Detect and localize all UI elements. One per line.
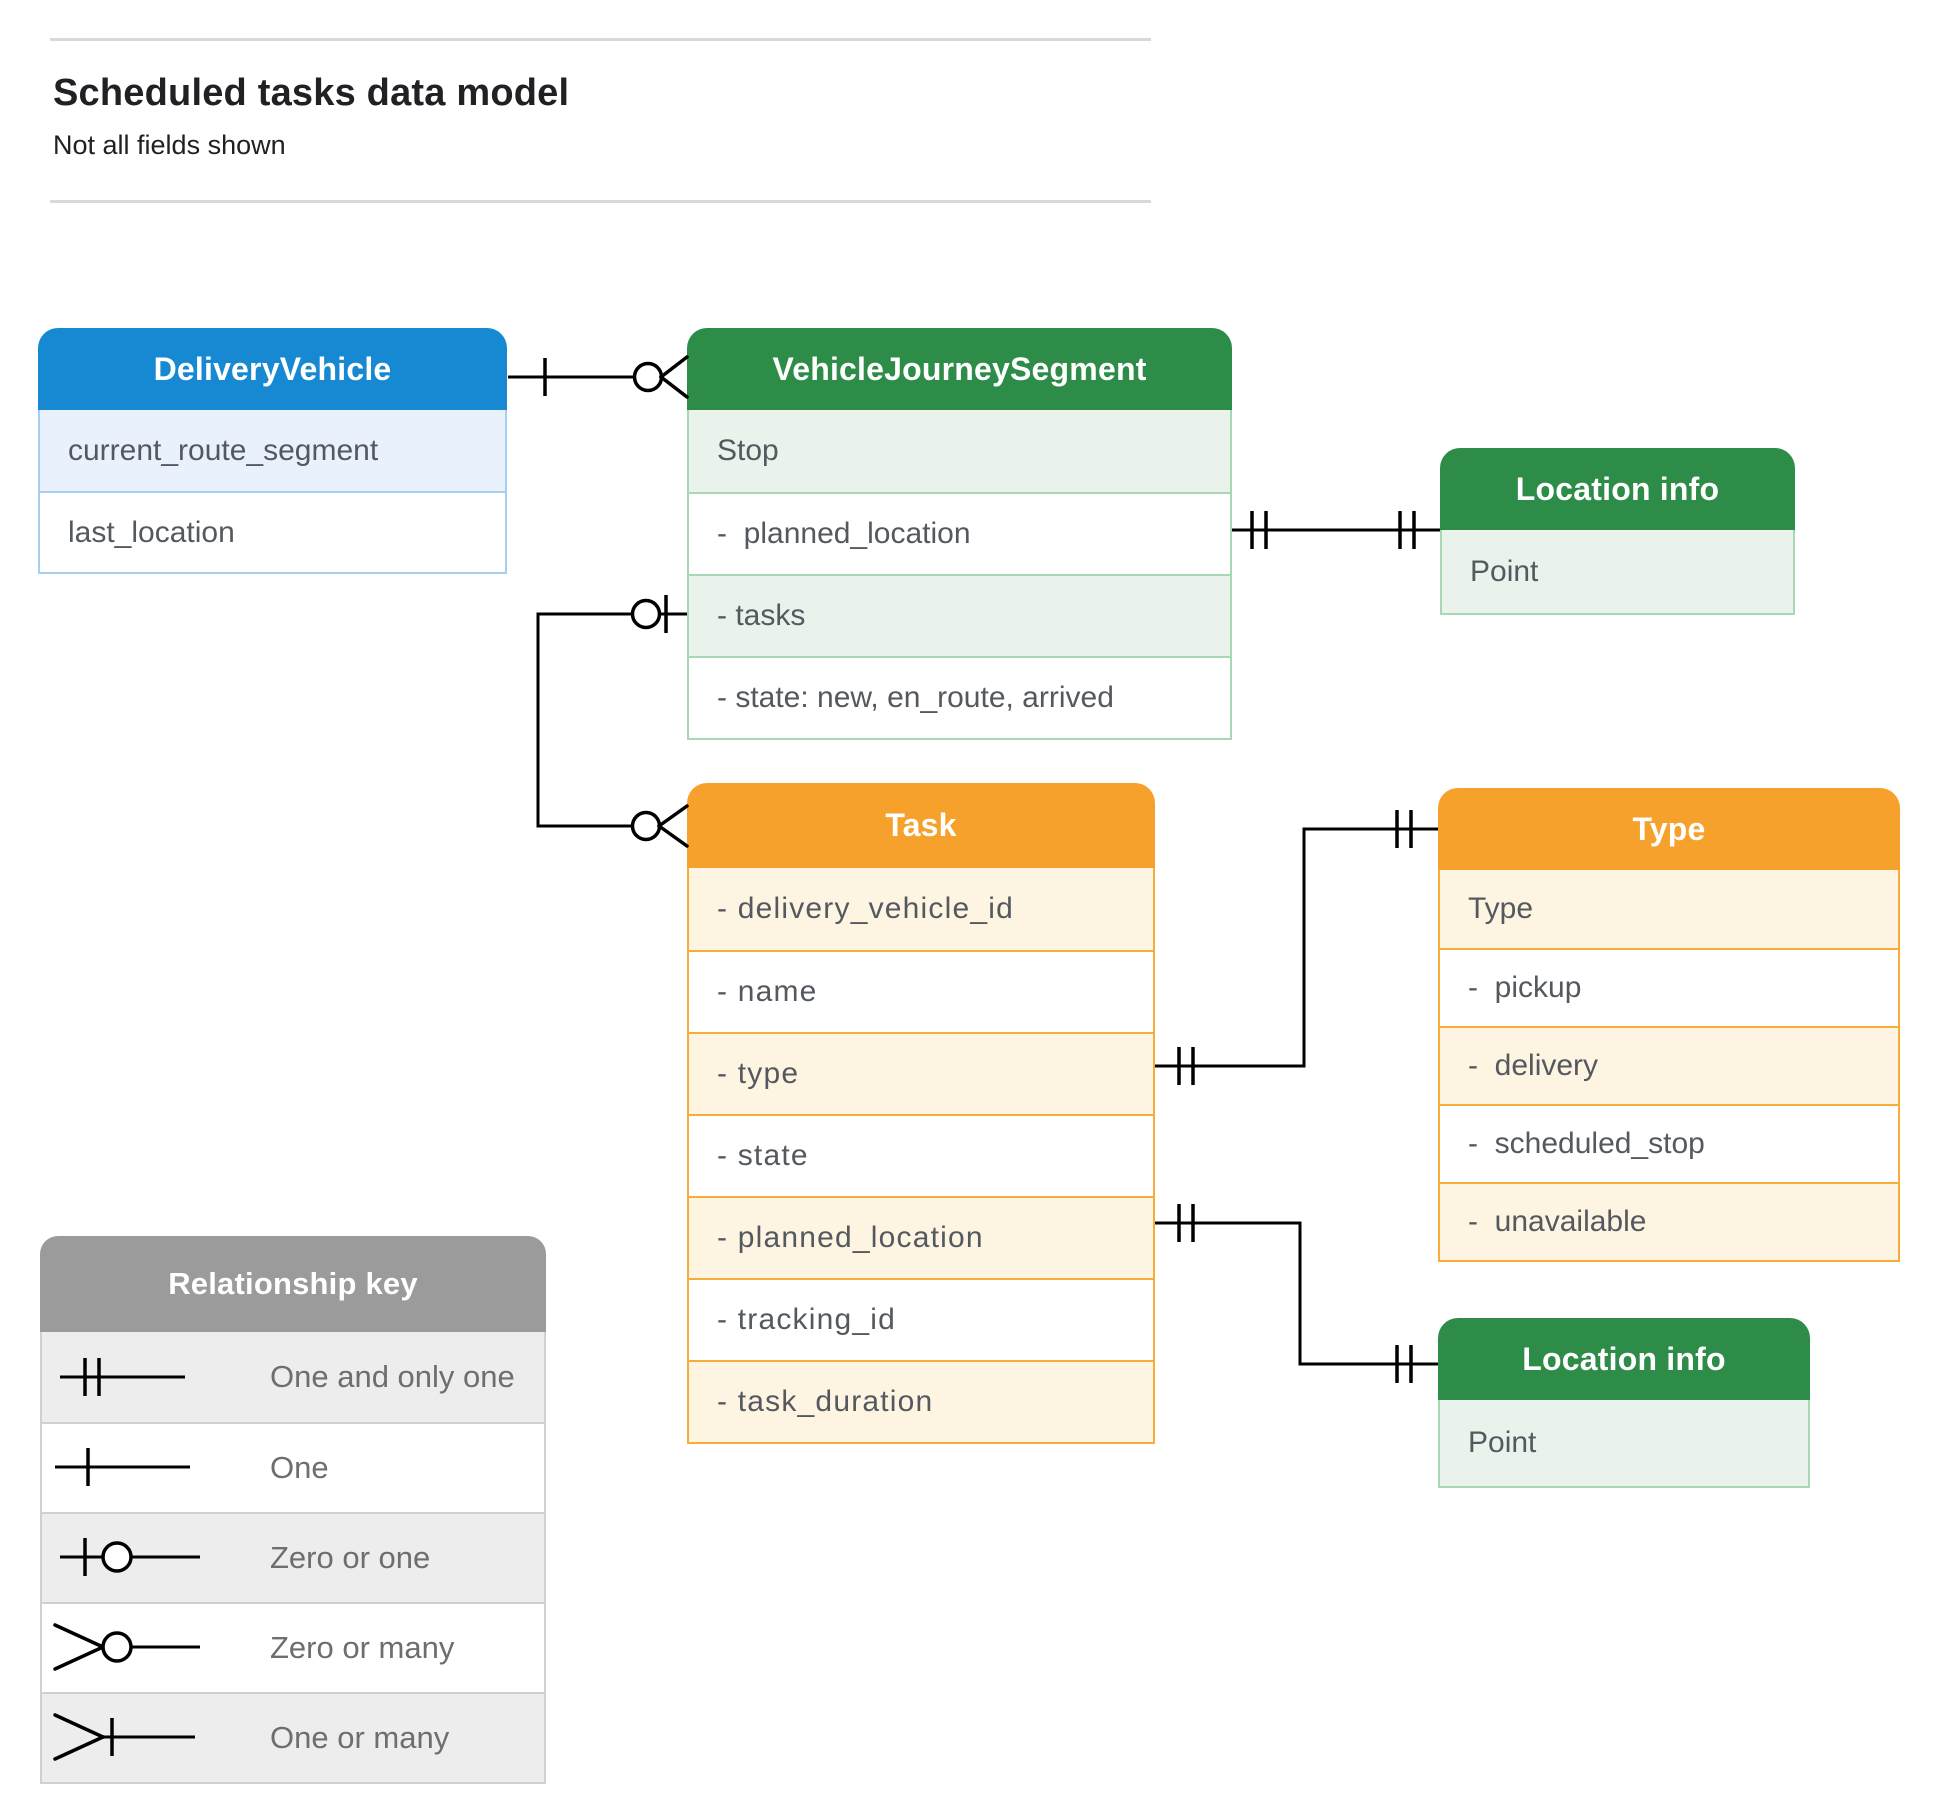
rel-vehiclejourneysegment-tasks-to-task bbox=[536, 595, 689, 848]
entity-vehicle-journey-segment-fields: Stop- planned_location- tasks- state: ne… bbox=[687, 410, 1232, 740]
field-row: - delivery bbox=[1440, 1026, 1898, 1104]
field-row: - planned_location bbox=[689, 1196, 1153, 1278]
relationship-key-title: Relationship key bbox=[40, 1236, 546, 1332]
field-row: - task_duration bbox=[689, 1360, 1153, 1442]
entity-task: Task- delivery_vehicle_id- name- type- s… bbox=[687, 783, 1155, 1444]
rel-deliveryvehicle-to-vehiclejourneysegment bbox=[508, 355, 689, 399]
page-title: Scheduled tasks data model bbox=[53, 72, 570, 114]
field-row: - scheduled_stop bbox=[1440, 1104, 1898, 1182]
rel-task-type-to-type bbox=[1155, 810, 1438, 1085]
rel-vehiclejourneysegment-plannedlocation-to-locationinfo bbox=[1232, 511, 1440, 549]
title-divider-bottom bbox=[50, 200, 1151, 203]
field-row: - pickup bbox=[1440, 948, 1898, 1026]
field-row: current_route_segment bbox=[40, 410, 505, 491]
field-row: - state bbox=[689, 1114, 1153, 1196]
entity-type-title: Type bbox=[1438, 788, 1900, 870]
entity-type-fields: Type- pickup- delivery- scheduled_stop- … bbox=[1438, 870, 1900, 1262]
title-divider-top bbox=[50, 38, 1151, 41]
field-row: - state: new, en_route, arrived bbox=[689, 656, 1230, 738]
entity-location-info-bottom-fields: Point bbox=[1438, 1400, 1810, 1488]
entity-task-title: Task bbox=[687, 783, 1155, 868]
field-row: - name bbox=[689, 950, 1153, 1032]
legend-item-one: One bbox=[42, 1422, 544, 1512]
legend-item-one-and-only-one: One and only one bbox=[42, 1332, 544, 1422]
legend-item-zero-or-many: Zero or many bbox=[42, 1602, 544, 1692]
legend-item-one-or-many: One or many bbox=[42, 1692, 544, 1782]
entity-vehicle-journey-segment-title: VehicleJourneySegment bbox=[687, 328, 1232, 410]
rel-task-plannedlocation-to-locationinfo bbox=[1155, 1204, 1438, 1383]
legend-item-zero-or-one: Zero or one bbox=[42, 1512, 544, 1602]
page-subtitle: Not all fields shown bbox=[53, 130, 286, 160]
field-row: - type bbox=[689, 1032, 1153, 1114]
field-row: last_location bbox=[40, 491, 505, 572]
entity-delivery-vehicle-title: DeliveryVehicle bbox=[38, 328, 507, 410]
field-row: - tasks bbox=[689, 574, 1230, 656]
field-row: Stop bbox=[689, 410, 1230, 492]
field-row: - planned_location bbox=[689, 492, 1230, 574]
field-row: - delivery_vehicle_id bbox=[689, 868, 1153, 950]
entity-location-info-top-title: Location info bbox=[1440, 448, 1795, 530]
field-row: - tracking_id bbox=[689, 1278, 1153, 1360]
field-row: Type bbox=[1440, 870, 1898, 948]
entity-task-fields: - delivery_vehicle_id- name- type- state… bbox=[687, 868, 1155, 1444]
field-row: - unavailable bbox=[1440, 1182, 1898, 1260]
entity-location-info-bottom-title: Location info bbox=[1438, 1318, 1810, 1400]
entity-location-info-top-fields: Point bbox=[1440, 530, 1795, 615]
field-row: Point bbox=[1442, 530, 1793, 613]
field-row: Point bbox=[1440, 1400, 1808, 1486]
